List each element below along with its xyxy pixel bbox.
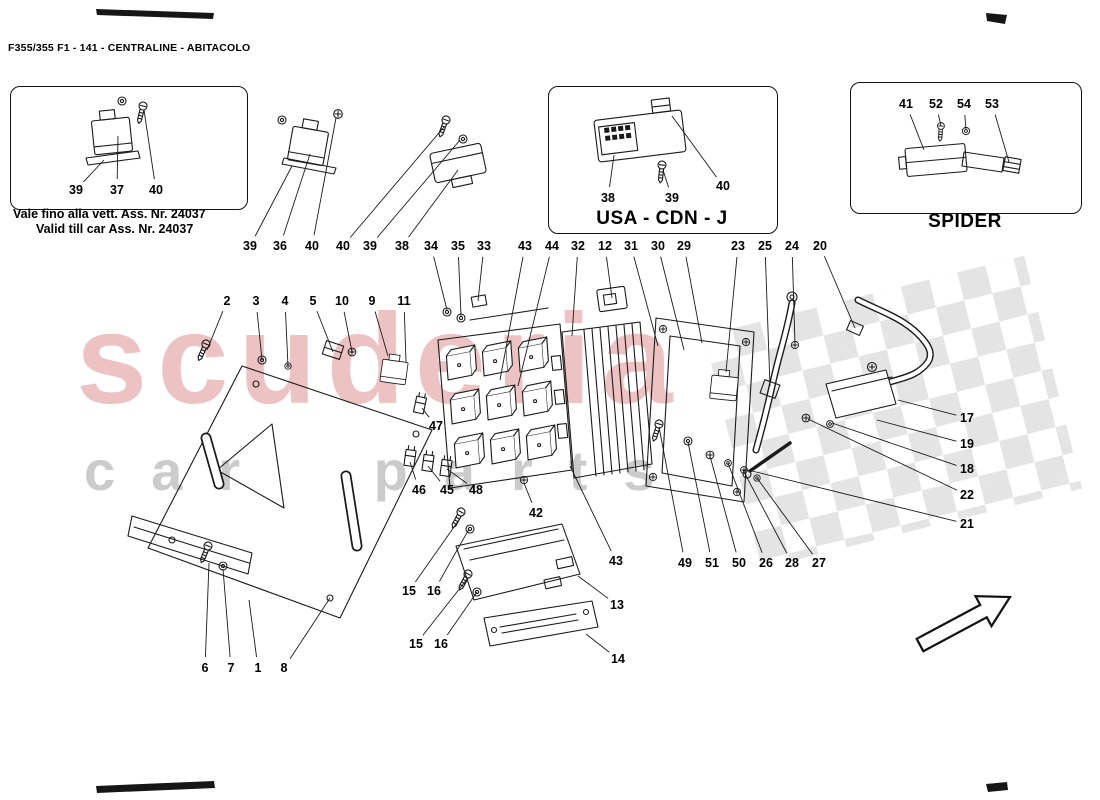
callout-24: 24: [785, 239, 799, 253]
callout-51: 51: [705, 556, 719, 570]
callout-32: 32: [571, 239, 585, 253]
callout-38: 38: [601, 191, 615, 205]
callout-52: 52: [929, 97, 943, 111]
spider-label: SPIDER: [928, 211, 1002, 232]
callout-12: 12: [598, 239, 612, 253]
callout-40: 40: [305, 239, 319, 253]
callout-19: 19: [960, 437, 974, 451]
callout-36: 36: [273, 239, 287, 253]
callout-43: 43: [609, 554, 623, 568]
relay-top-center: [277, 109, 343, 175]
relay-inset-early: [85, 96, 149, 166]
callout-26: 26: [759, 556, 773, 570]
callout-49: 49: [678, 556, 692, 570]
leader-lines: [83, 109, 1010, 660]
callout-22: 22: [960, 488, 974, 502]
callout-39: 39: [69, 183, 83, 197]
callout-48: 48: [469, 483, 483, 497]
callout-47: 47: [429, 419, 443, 433]
callout-16: 16: [434, 637, 448, 651]
watermark-scuderia: scuderia: [76, 288, 683, 431]
callout-6: 6: [201, 661, 209, 675]
callout-39: 39: [243, 239, 257, 253]
watermark-carparts: car parts: [84, 439, 691, 502]
callout-41: 41: [899, 97, 913, 111]
callout-28: 28: [785, 556, 799, 570]
callout-30: 30: [651, 239, 665, 253]
callout-44: 44: [545, 239, 559, 253]
callout-37: 37: [110, 183, 124, 197]
mounting-frame: [645, 317, 761, 503]
callout-43: 43: [518, 239, 532, 253]
inset-box-spider: [850, 82, 1082, 214]
main-ecu: [550, 321, 653, 479]
callout-17: 17: [960, 411, 974, 425]
callout-1: 1: [254, 661, 262, 675]
callout-40: 40: [336, 239, 350, 253]
usa-cdn-j-label: USA - CDN - J: [596, 208, 728, 229]
small-parts-left: [194, 338, 428, 415]
callout-45: 45: [440, 483, 454, 497]
callout-40: 40: [716, 179, 730, 193]
callout-16: 16: [427, 584, 441, 598]
inset-box-early-version: [10, 86, 248, 210]
callout-46: 46: [412, 483, 426, 497]
callout-34: 34: [424, 239, 438, 253]
switch-unit-top: [429, 114, 487, 189]
callout-4: 4: [281, 294, 289, 308]
spider-control-unit: [898, 121, 1022, 177]
mounting-panel: [147, 365, 433, 619]
slide-rail: [127, 515, 253, 575]
callout-42: 42: [529, 506, 543, 520]
callout-3: 3: [252, 294, 260, 308]
validity-note-italian: Vale fino alla vett. Ass. Nr. 24037: [13, 207, 206, 221]
lower-bracket: [483, 600, 599, 647]
callout-39: 39: [665, 191, 679, 205]
callout-8: 8: [280, 661, 288, 675]
callout-40: 40: [149, 183, 163, 197]
callout-31: 31: [624, 239, 638, 253]
callout-27: 27: [812, 556, 826, 570]
callout-2: 2: [223, 294, 231, 308]
cables-and-battery: [742, 291, 934, 479]
callout-9: 9: [368, 294, 376, 308]
callout-11: 11: [397, 294, 411, 308]
callout-20: 20: [813, 239, 827, 253]
callout-15: 15: [409, 637, 423, 651]
callout-38: 38: [395, 239, 409, 253]
callout-13: 13: [610, 598, 624, 612]
callout-23: 23: [731, 239, 745, 253]
lower-ecu: [448, 506, 581, 601]
inset-box-usa-cdn-j: [548, 86, 778, 234]
callout-50: 50: [732, 556, 746, 570]
callout-29: 29: [677, 239, 691, 253]
page-title: F355/355 F1 - 141 - CENTRALINE - ABITACO…: [8, 42, 251, 54]
callout-5: 5: [309, 294, 317, 308]
callout-54: 54: [957, 97, 971, 111]
callout-18: 18: [960, 462, 974, 476]
callout-21: 21: [960, 517, 974, 531]
callout-10: 10: [335, 294, 349, 308]
callout-25: 25: [758, 239, 772, 253]
corner-marks: [96, 9, 1008, 793]
callout-33: 33: [477, 239, 491, 253]
usa-control-unit: [593, 97, 687, 184]
callout-15: 15: [402, 584, 416, 598]
callout-35: 35: [451, 239, 465, 253]
callout-7: 7: [227, 661, 235, 675]
direction-arrow-icon: [915, 594, 1012, 653]
callout-39: 39: [363, 239, 377, 253]
validity-note-english: Valid till car Ass. Nr. 24037: [36, 222, 194, 236]
callout-14: 14: [611, 652, 625, 666]
callout-53: 53: [985, 97, 999, 111]
